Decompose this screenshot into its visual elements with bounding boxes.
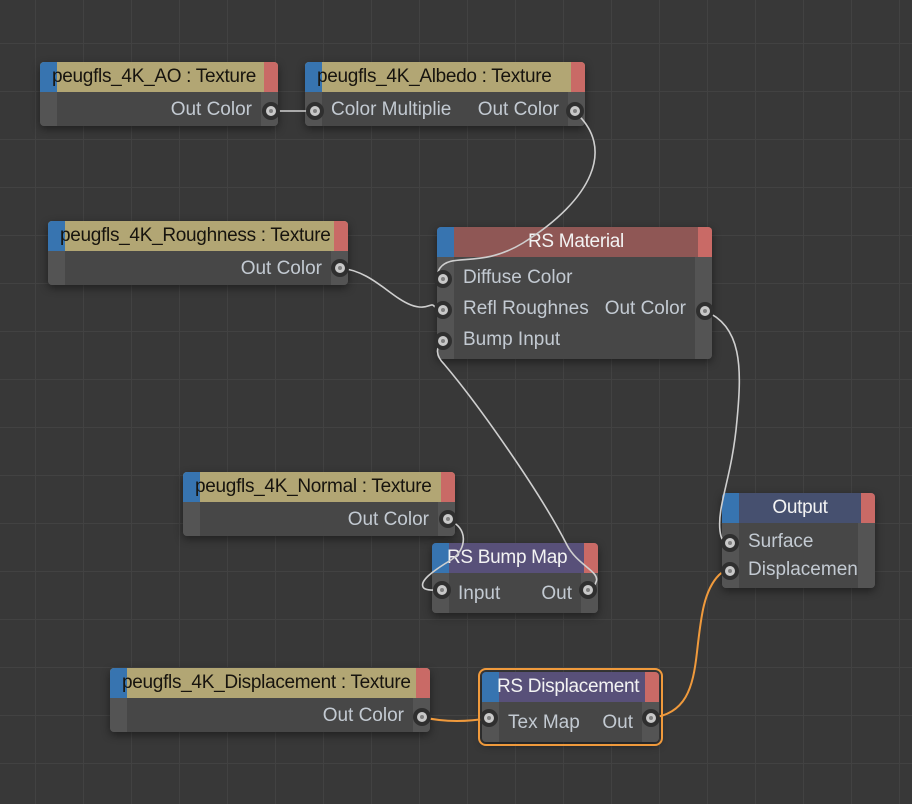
node-rs-bump-map[interactable]: RS Bump Map Input Out [432, 543, 598, 613]
node-title: RS Displacement [497, 676, 640, 697]
node-input-tab[interactable] [48, 221, 65, 251]
node-output-tab[interactable] [264, 62, 278, 92]
node-input-tab[interactable] [183, 472, 200, 502]
port-label-displacement: Displacemen [748, 559, 858, 580]
node-header: peugfls_4K_Roughness : Texture [48, 221, 348, 251]
node-title: peugfls_4K_Roughness : Texture [60, 225, 331, 246]
node-title: RS Material [528, 231, 624, 252]
port-normal-out-color[interactable] [439, 510, 457, 528]
port-label-out: Out [541, 582, 572, 604]
node-output-tab[interactable] [571, 62, 585, 92]
port-material-out-color[interactable] [696, 302, 714, 320]
port-roughness-out-color[interactable] [331, 259, 349, 277]
node-input-tab[interactable] [437, 227, 454, 257]
node-output-tab[interactable] [334, 221, 348, 251]
port-bumpmap-input[interactable] [433, 581, 451, 599]
node-header: Output [722, 493, 875, 523]
node-input-tab[interactable] [110, 668, 127, 698]
port-output-surface[interactable] [721, 534, 739, 552]
port-output-displacement[interactable] [721, 562, 739, 580]
node-output-tab[interactable] [698, 227, 712, 257]
node-output[interactable]: Output Surface Displacemen [722, 493, 875, 588]
node-header: RS Bump Map [432, 543, 598, 573]
port-ao-out-color[interactable] [262, 102, 280, 120]
node-header: peugfls_4K_Normal : Texture [183, 472, 455, 502]
node-input-tab[interactable] [722, 493, 739, 523]
port-material-refl-roughness[interactable] [434, 301, 452, 319]
node-input-tab[interactable] [482, 672, 499, 702]
port-material-diffuse-color[interactable] [434, 270, 452, 288]
port-label-refl-roughness: Refl Roughnes [463, 297, 589, 319]
node-header: RS Displacement [482, 672, 659, 702]
port-label-color-multiplier: Color Multiplie [331, 98, 452, 120]
port-disptex-out-color[interactable] [413, 708, 431, 726]
node-title: peugfls_4K_Albedo : Texture [317, 66, 552, 87]
port-label-out: Out [602, 711, 633, 733]
port-label-bump-input: Bump Input [463, 328, 561, 350]
port-label-input: Input [458, 582, 501, 604]
node-output-tab[interactable] [441, 472, 455, 502]
node-texture-ao[interactable]: peugfls_4K_AO : Texture Out Color [40, 62, 278, 126]
node-texture-normal[interactable]: peugfls_4K_Normal : Texture Out Color [183, 472, 455, 536]
node-title: peugfls_4K_Normal : Texture [195, 476, 432, 497]
node-header: peugfls_4K_AO : Texture [40, 62, 278, 92]
port-label-out-color: Out Color [477, 98, 559, 120]
node-rs-displacement[interactable]: RS Displacement Tex Map Out [478, 668, 663, 746]
node-header: peugfls_4K_Displacement : Texture [110, 668, 430, 698]
port-label-out-color: Out Color [240, 257, 322, 279]
node-title: peugfls_4K_AO : Texture [52, 66, 256, 87]
port-bumpmap-out[interactable] [579, 581, 597, 599]
wire-disptex-to-rsdisp[interactable] [421, 716, 490, 722]
port-label-out-color: Out Color [322, 704, 404, 726]
port-rsdisp-tex-map[interactable] [480, 709, 498, 727]
node-input-tab[interactable] [305, 62, 322, 92]
node-texture-albedo[interactable]: peugfls_4K_Albedo : Texture Color Multip… [305, 62, 585, 126]
node-output-tab[interactable] [645, 672, 659, 702]
port-label-out-color: Out Color [604, 297, 686, 319]
node-output-tab[interactable] [584, 543, 598, 573]
port-label-surface: Surface [748, 531, 814, 552]
port-label-out-color: Out Color [347, 508, 429, 530]
wire-normal-to-bump-input[interactable] [421, 519, 465, 591]
node-title: RS Bump Map [447, 547, 568, 568]
port-albedo-color-multiplier[interactable] [306, 102, 324, 120]
port-label-out-color: Out Color [170, 98, 252, 120]
port-label-diffuse-color: Diffuse Color [463, 266, 573, 288]
node-title: Output [772, 497, 828, 518]
node-rs-material[interactable]: RS Material Diffuse Color Refl Roughnes … [437, 227, 712, 359]
port-material-bump-input[interactable] [434, 332, 452, 350]
node-input-tab[interactable] [40, 62, 57, 92]
wire-rsdisp-to-output[interactable] [650, 569, 732, 719]
node-output-tab[interactable] [416, 668, 430, 698]
port-label-tex-map: Tex Map [508, 711, 580, 733]
node-title: peugfls_4K_Displacement : Texture [122, 672, 411, 693]
node-texture-displacement[interactable]: peugfls_4K_Displacement : Texture Out Co… [110, 668, 430, 732]
wire-roughness-to-refl[interactable] [339, 267, 444, 311]
port-rsdisp-out[interactable] [642, 709, 660, 727]
node-input-tab[interactable] [432, 543, 449, 573]
node-texture-roughness[interactable]: peugfls_4K_Roughness : Texture Out Color [48, 221, 348, 285]
node-output-tab[interactable] [861, 493, 875, 523]
node-header: peugfls_4K_Albedo : Texture [305, 62, 585, 92]
port-albedo-out-color[interactable] [566, 102, 584, 120]
node-header: RS Material [437, 227, 712, 257]
